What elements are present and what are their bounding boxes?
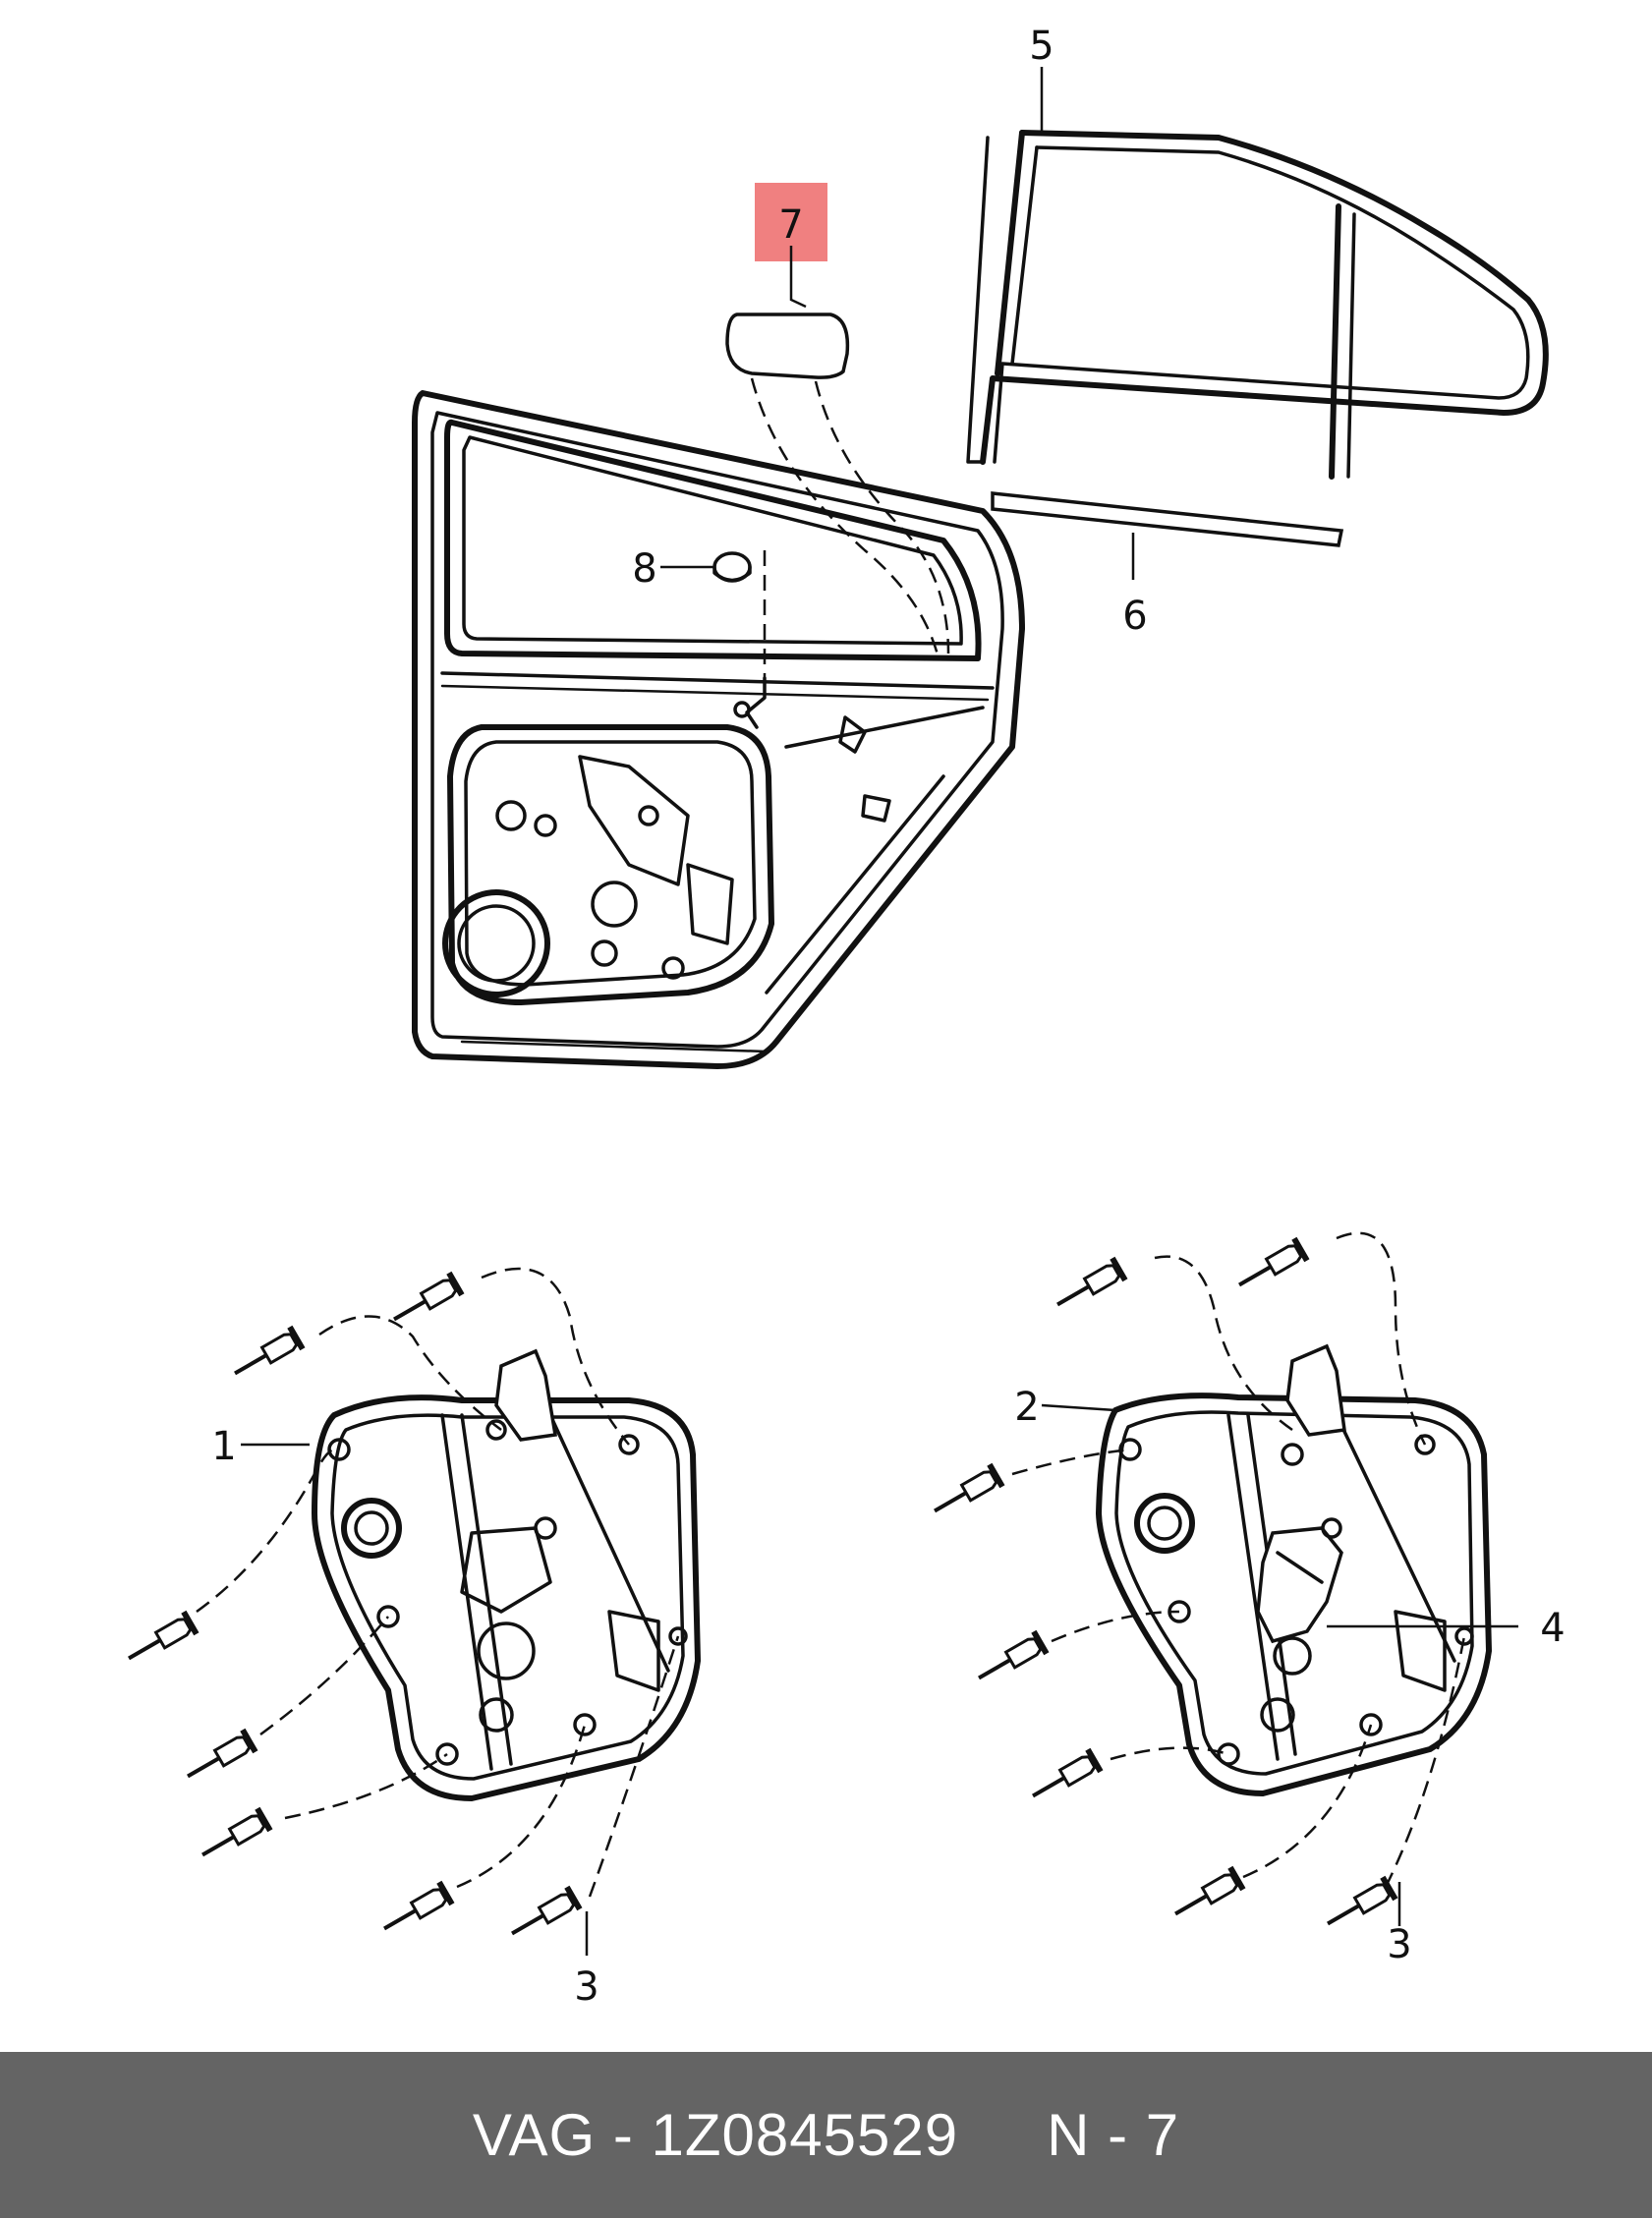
screw bbox=[201, 1806, 273, 1857]
screw bbox=[234, 1325, 306, 1376]
screw bbox=[1056, 1256, 1128, 1307]
callout-3-left: 3 bbox=[574, 1964, 598, 2010]
rear-door-shell bbox=[412, 390, 1025, 1069]
part-7-pad bbox=[725, 313, 950, 659]
left-window-regulator bbox=[196, 1267, 701, 1898]
callout-8: 8 bbox=[632, 546, 656, 592]
callout-3-right: 3 bbox=[1387, 1922, 1411, 1967]
part-6-strip bbox=[991, 491, 1344, 547]
screw bbox=[128, 1610, 199, 1661]
part-number-footer: VAG - 1Z0845529 N - 7 bbox=[0, 2052, 1652, 2218]
screw bbox=[1174, 1865, 1246, 1916]
screw bbox=[934, 1462, 1005, 1513]
screw bbox=[393, 1271, 465, 1322]
callout-4: 4 bbox=[1540, 1606, 1565, 1651]
screw bbox=[1238, 1236, 1310, 1287]
callout-7: 7 bbox=[778, 202, 803, 248]
diagram-position-text: N - 7 bbox=[1047, 2102, 1180, 2168]
part-5-window-seal bbox=[966, 130, 1549, 480]
callout-leaders bbox=[241, 67, 1518, 1956]
screws bbox=[128, 1236, 1398, 1936]
part-8-plug bbox=[712, 550, 767, 729]
part-number-text: VAG - 1Z0845529 bbox=[472, 2102, 959, 2168]
screw bbox=[187, 1728, 258, 1779]
screw bbox=[511, 1885, 583, 1936]
right-window-regulator bbox=[1011, 1231, 1492, 1888]
screw bbox=[1032, 1747, 1104, 1798]
screw bbox=[978, 1629, 1050, 1680]
callout-1: 1 bbox=[211, 1424, 236, 1469]
parts-diagram: 5 6 7 8 1 2 3 3 4 bbox=[128, 24, 1566, 2010]
screw bbox=[383, 1880, 455, 1931]
callout-2: 2 bbox=[1014, 1385, 1039, 1430]
callout-6: 6 bbox=[1122, 594, 1147, 639]
callout-5: 5 bbox=[1029, 24, 1054, 69]
screw bbox=[1327, 1875, 1398, 1926]
